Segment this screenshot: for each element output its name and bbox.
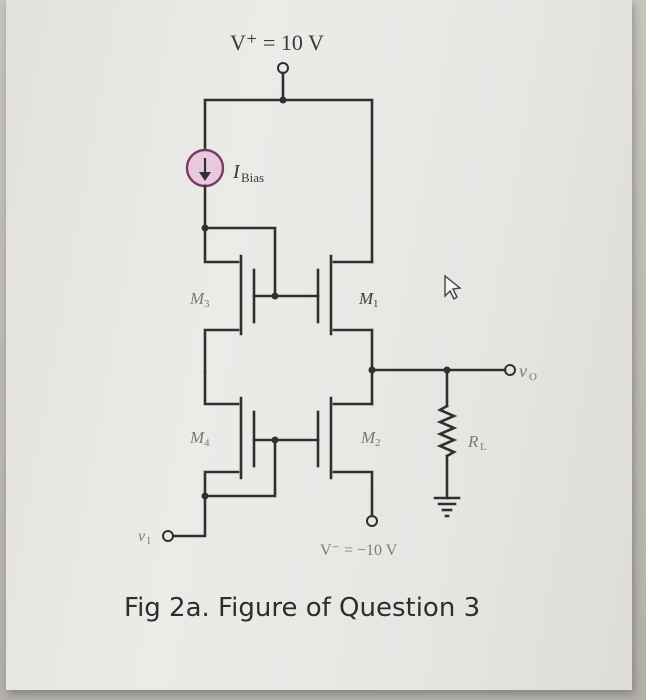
paper-sheet [6,0,632,690]
m1-subscript: 1 [373,298,379,310]
current-source-icon [185,148,225,188]
figure-caption: Fig 2a. Figure of Question 3 [124,593,481,623]
vo-label: v [519,361,527,381]
ground-icon [433,496,461,518]
vo-subscript: O [529,371,537,383]
cursor-arrow-icon [444,274,462,301]
m4-subscript: 4 [204,437,210,449]
rl-label: R [467,432,479,451]
v-minus-terminal [366,515,378,527]
m3-label: M [189,289,205,308]
transistor-m4 [203,396,256,498]
input-wire [172,494,207,538]
output-terminal [504,364,516,376]
transistor-m1 [316,254,374,372]
transistor-m3 [203,226,256,374]
m1-label: M [358,289,374,308]
m3-to-m4-wire [203,370,240,406]
vi-subscript: I [147,536,150,547]
v-minus-label: V⁻ = −10 V [320,542,398,559]
m3-subscript: 3 [204,298,210,310]
input-terminal [162,530,174,542]
m3-diode-tie-wire [203,226,277,298]
i-bias-subscript: Bias [241,170,264,185]
resistor-rl-icon [436,368,458,500]
m2-subscript: 2 [375,437,381,449]
top-rail-wire [203,98,374,264]
m4-gate-to-input-wire [203,438,277,498]
v-plus-label: V⁺ = 10 V [230,30,324,55]
rl-subscript: L [480,441,487,453]
transistor-m2 [316,396,374,518]
gate-node-m3-m1 [271,292,279,300]
m4-label: M [189,428,205,447]
m2-label: M [360,428,376,447]
vi-label: v [138,528,146,545]
m3-drain-node [201,224,209,232]
i-bias-label: I [232,161,241,183]
v-plus-terminal [277,62,289,74]
